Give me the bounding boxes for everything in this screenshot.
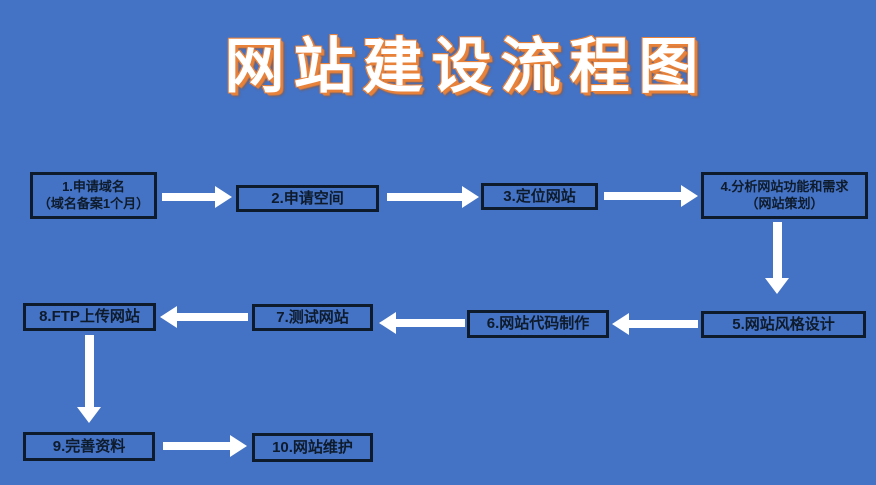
arrow-head xyxy=(379,312,396,334)
arrow-shaft xyxy=(84,335,94,407)
flow-step-2: 2.申请空间 xyxy=(236,185,379,212)
arrow-shaft xyxy=(163,442,230,450)
flow-step-7: 7.测试网站 xyxy=(252,304,373,331)
arrow-left-icon-5-6 xyxy=(612,313,698,335)
arrow-left-icon-7-8 xyxy=(160,306,248,328)
page-title: 网站建设流程图 xyxy=(224,33,708,100)
flow-step-9-label: 9.完善资料 xyxy=(52,437,126,455)
arrow-right-icon-9-10 xyxy=(163,435,247,457)
arrow-head xyxy=(462,186,479,208)
flow-step-1-sublabel: （域名备案1个月） xyxy=(37,195,150,211)
arrow-right-icon-3-4 xyxy=(604,185,698,207)
arrow-head xyxy=(160,306,177,328)
flow-step-10-label: 10.网站维护 xyxy=(272,438,353,456)
flow-step-4-sublabel: （网站策划） xyxy=(745,195,824,211)
flow-step-5: 5.网站风格设计 xyxy=(701,311,866,338)
flow-step-4: 4.分析网站功能和需求 （网站策划） xyxy=(701,172,868,219)
flow-step-6-label: 6.网站代码制作 xyxy=(486,315,590,332)
arrow-right-icon-1-2 xyxy=(162,186,232,208)
arrow-shaft xyxy=(604,192,681,200)
arrow-right-icon-2-3 xyxy=(387,186,479,208)
arrow-shaft xyxy=(387,193,462,201)
flow-step-4-label: 4.分析网站功能和需求 xyxy=(720,178,849,194)
arrow-down-icon-8-9 xyxy=(77,335,101,423)
arrow-shaft xyxy=(629,320,698,328)
arrow-shaft xyxy=(396,319,465,327)
flow-step-2-label: 2.申请空间 xyxy=(271,189,344,207)
arrow-shaft xyxy=(177,313,248,321)
flow-step-8-label: 8.FTP上传网站 xyxy=(39,308,140,325)
arrow-head xyxy=(765,278,789,294)
flow-step-9: 9.完善资料 xyxy=(23,432,155,461)
arrow-left-icon-6-7 xyxy=(379,312,465,334)
flow-step-7-label: 7.测试网站 xyxy=(276,308,349,326)
flow-step-5-label: 5.网站风格设计 xyxy=(732,315,835,333)
arrow-head xyxy=(77,407,101,423)
flow-step-1: 1.申请域名 （域名备案1个月） xyxy=(30,172,157,219)
arrow-head xyxy=(215,186,232,208)
flow-step-1-label: 1.申请域名 xyxy=(62,178,125,194)
flow-step-6: 6.网站代码制作 xyxy=(467,310,609,338)
arrow-down-icon-4-5 xyxy=(765,222,789,294)
flow-step-10: 10.网站维护 xyxy=(252,433,373,462)
arrow-head xyxy=(230,435,247,457)
arrow-shaft xyxy=(772,222,782,278)
arrow-head xyxy=(612,313,629,335)
arrow-head xyxy=(681,185,698,207)
arrow-shaft xyxy=(162,193,215,201)
flow-step-3-label: 3.定位网站 xyxy=(503,187,576,205)
flow-step-8: 8.FTP上传网站 xyxy=(23,303,156,331)
flow-step-3: 3.定位网站 xyxy=(481,183,598,210)
